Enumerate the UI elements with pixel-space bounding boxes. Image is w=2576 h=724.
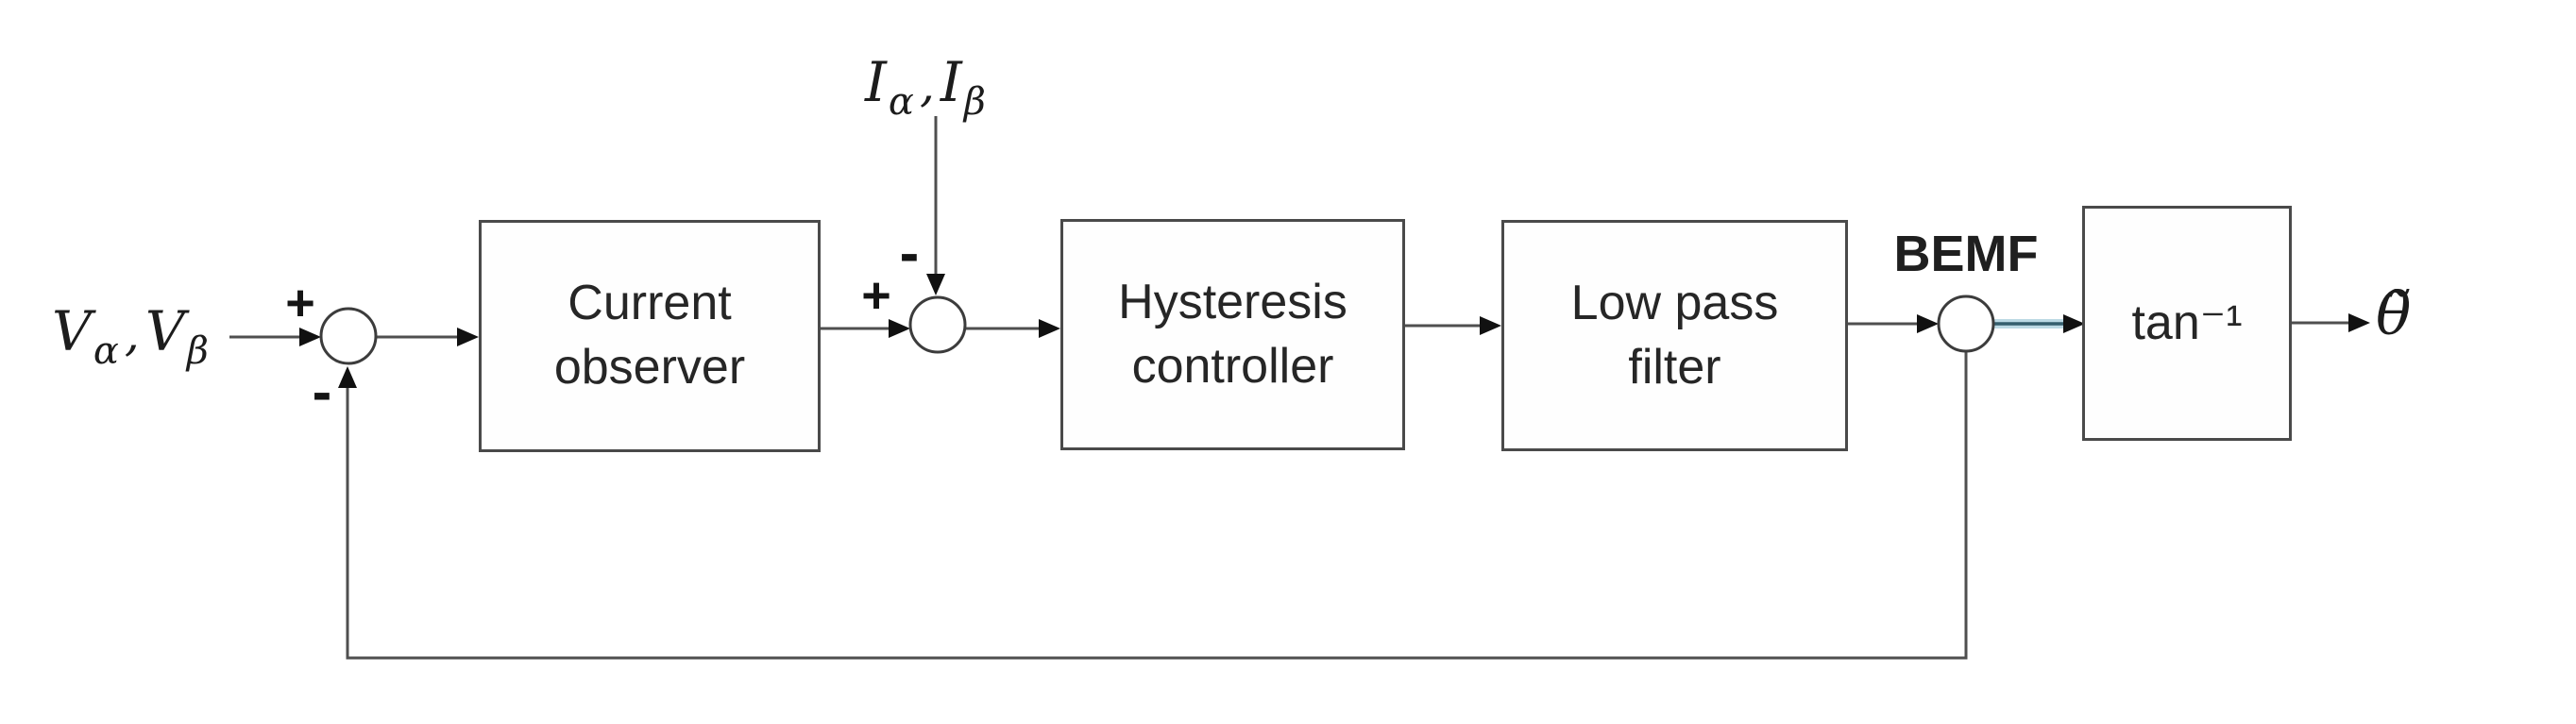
input-current-sub-1: α: [888, 80, 914, 124]
bemf-tan-arrowhead-icon: [2063, 314, 2085, 333]
input-current-base-2: I: [940, 50, 962, 114]
observer-j2-arrowhead-icon: [889, 319, 910, 338]
block-current-observer: Current observer: [479, 220, 821, 452]
bemf-label: BEMF: [1893, 226, 2039, 282]
hysteresis-lowpass-arrowhead-icon: [1480, 316, 1501, 335]
summing-junction-2: [908, 295, 967, 354]
input-voltage-separator: ,: [124, 307, 140, 362]
block-tan-inverse-label: tan⁻¹: [2131, 295, 2243, 350]
lowpass-to-bemf-connector: [1848, 314, 1939, 333]
input-current-sub-2: β: [963, 80, 986, 124]
input-current-label: Iα,Iβ: [865, 55, 986, 121]
block-hysteresis-controller: Hysteresis controller: [1060, 219, 1405, 450]
output-theta-label: θ̃: [2376, 279, 2412, 348]
j2-to-hysteresis-connector: [965, 319, 1060, 338]
input-current-base-1: I: [865, 50, 887, 114]
j1-to-observer-connector: [376, 328, 479, 346]
bemf-to-tan-connector: [1993, 314, 2085, 333]
lowpass-bemf-arrowhead-icon: [1917, 314, 1939, 333]
input-voltage-base-2: V: [144, 299, 185, 363]
block-low-pass-filter: Low pass filter: [1501, 220, 1848, 451]
input-i-connector: [926, 116, 945, 295]
input-voltage-base-1: V: [52, 299, 92, 363]
observer-to-j2-connector: [821, 319, 910, 338]
feedback-connector: [338, 351, 1968, 660]
summing-junction-1: [319, 307, 378, 365]
input-v-arrowhead-icon: [299, 328, 321, 346]
feedback-arrowhead-icon: [338, 366, 357, 388]
block-low-pass-filter-label: Low pass filter: [1570, 275, 1779, 395]
block-hysteresis-controller-label: Hysteresis controller: [1118, 274, 1347, 394]
bemf-node: [1937, 295, 1995, 353]
block-tan-inverse: tan⁻¹: [2082, 206, 2292, 441]
block-current-observer-label: Current observer: [553, 276, 746, 395]
j2-hysteresis-arrowhead-icon: [1039, 319, 1060, 338]
junction1-plus-sign: +: [285, 275, 315, 331]
j1-observer-arrowhead-icon: [457, 328, 479, 346]
tan-to-output-connector: [2292, 313, 2370, 332]
input-voltage-sub-1: α: [93, 329, 119, 373]
junction1-minus-sign: -: [312, 360, 332, 425]
input-voltage-label: Vα,Vβ: [52, 304, 209, 370]
tan-output-arrowhead-icon: [2348, 313, 2370, 332]
hysteresis-to-lowpass-connector: [1405, 316, 1501, 335]
input-voltage-sub-2: β: [186, 329, 209, 373]
input-current-separator: ,: [919, 58, 935, 112]
junction2-plus-sign: +: [861, 267, 891, 324]
input-i-arrowhead-icon: [926, 274, 945, 295]
junction2-minus-sign: -: [899, 221, 920, 286]
input-v-connector: [229, 328, 321, 346]
